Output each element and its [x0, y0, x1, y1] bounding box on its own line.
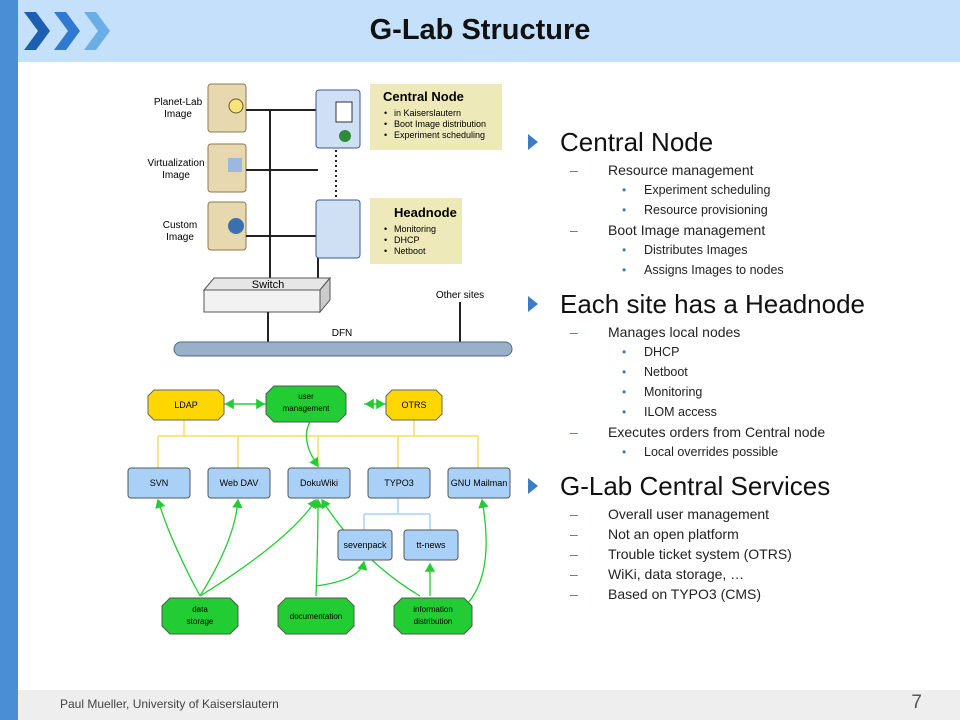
svg-text:OTRS: OTRS — [401, 400, 426, 410]
central-node-callout: Central Node in Kaiserslautern Boot Imag… — [370, 84, 502, 150]
planetlab-label-2: Image — [164, 109, 192, 120]
virtualization-label-2: Image — [162, 170, 190, 181]
central-item-1: in Kaiserslautern — [394, 108, 461, 118]
switch-label: Switch — [252, 279, 284, 291]
headnode-item-3: Netboot — [394, 246, 426, 256]
otrs-node: OTRS — [385, 389, 443, 421]
sub-bullet: –WiKi, data storage, … — [570, 566, 745, 582]
central-item-3: Experiment scheduling — [394, 130, 485, 140]
sub-bullet: –Not an open platform — [570, 526, 739, 542]
webdav-node: Web DAV — [207, 467, 271, 499]
sub-bullet: –Executes orders from Central node — [570, 424, 826, 440]
bullet-list: Central Node –Resource management •Exper… — [528, 118, 948, 604]
sub-bullet: –Boot Image management — [570, 222, 766, 238]
custom-label-2: Image — [166, 232, 194, 243]
chevron-logo-icon — [24, 12, 110, 50]
sub-sub-bullet: •Distributes Images — [622, 243, 748, 257]
svg-text:GNU Mailman: GNU Mailman — [451, 478, 508, 488]
sub-sub-bullet: •Netboot — [622, 365, 688, 379]
information-distribution-node: information distribution — [393, 597, 473, 635]
svg-text:information: information — [413, 605, 453, 614]
footer-author: Paul Mueller, University of Kaiserslaute… — [60, 697, 279, 711]
svg-text:user: user — [298, 392, 314, 401]
service-links-yellow — [157, 420, 479, 468]
svg-text:•: • — [384, 246, 387, 256]
headnode-item-2: DHCP — [394, 235, 420, 245]
svg-text:Web DAV: Web DAV — [220, 478, 259, 488]
sub-sub-bullet: •Local overrides possible — [622, 445, 779, 459]
svg-text:SVN: SVN — [150, 478, 169, 488]
bullet-headnode: Each site has a Headnode — [528, 286, 948, 322]
svg-text:sevenpack: sevenpack — [343, 540, 387, 550]
dfn-label: DFN — [332, 328, 353, 339]
sub-sub-bullet: •Experiment scheduling — [622, 183, 771, 197]
headnode-server — [315, 199, 361, 259]
svg-text:documentation: documentation — [290, 612, 342, 621]
svg-text:•: • — [384, 108, 387, 118]
footer-bar — [18, 690, 960, 720]
bullet-central-node: Central Node — [528, 124, 948, 160]
svn-node: SVN — [127, 467, 191, 499]
glab-diagram: Planet-Lab Image Virtualization Image Cu… — [127, 83, 513, 635]
sub-sub-bullet: •Monitoring — [622, 385, 703, 399]
headnode-item-1: Monitoring — [394, 224, 436, 234]
svg-text:DokuWiki: DokuWiki — [300, 478, 338, 488]
headnode-title: Headnode — [394, 205, 457, 220]
ttnews-node: tt-news — [403, 529, 459, 561]
slide-title: G-Lab Structure — [369, 14, 591, 46]
other-sites-label: Other sites — [436, 290, 484, 301]
typo3-node: TYPO3 — [367, 467, 431, 499]
svg-text:•: • — [384, 235, 387, 245]
sub-bullet: –Overall user management — [570, 506, 770, 522]
central-node-title: Central Node — [383, 89, 464, 104]
svg-text:•: • — [384, 224, 387, 234]
triangle-bullet-icon — [528, 478, 538, 494]
central-node-server — [315, 89, 361, 149]
page-number: 7 — [911, 692, 922, 713]
switch-icon — [202, 276, 332, 314]
user-management-node: user management — [265, 385, 347, 423]
sevenpack-node: sevenpack — [337, 529, 393, 561]
svg-text:data: data — [192, 605, 208, 614]
sub-bullet: –Based on TYPO3 (CMS) — [570, 586, 762, 602]
image-server-planetlab — [207, 83, 247, 133]
sub-sub-bullet: •Assigns Images to nodes — [622, 263, 784, 277]
central-item-2: Boot Image distribution — [394, 119, 486, 129]
data-storage-node: data storage — [161, 597, 239, 635]
service-links-green — [155, 398, 489, 623]
bullet-central-services: G-Lab Central Services — [528, 468, 948, 504]
image-server-custom — [207, 201, 247, 251]
svg-text:management: management — [283, 404, 330, 413]
sub-bullet: –Resource management — [570, 162, 754, 178]
planetlab-label: Planet-Lab — [154, 97, 203, 108]
svg-text:distribution: distribution — [414, 617, 453, 626]
svg-text:LDAP: LDAP — [174, 400, 198, 410]
custom-label: Custom — [163, 220, 197, 231]
svg-text:storage: storage — [187, 617, 214, 626]
triangle-bullet-icon — [528, 296, 538, 312]
sub-sub-bullet: •ILOM access — [622, 405, 717, 419]
triangle-bullet-icon — [528, 134, 538, 150]
svg-text:•: • — [384, 119, 387, 129]
sub-sub-bullet: •Resource provisioning — [622, 203, 768, 217]
documentation-node: documentation — [277, 597, 355, 635]
svg-text:•: • — [384, 130, 387, 140]
sub-sub-bullet: •DHCP — [622, 345, 680, 359]
svg-text:TYPO3: TYPO3 — [384, 478, 414, 488]
dokuwiki-node: DokuWiki — [287, 467, 351, 499]
headnode-callout: Headnode Monitoring DHCP Netboot ••• — [370, 198, 462, 264]
virtualization-label: Virtualization — [147, 158, 204, 169]
sub-bullet: –Trouble ticket system (OTRS) — [570, 546, 792, 562]
left-accent-bar — [0, 0, 18, 720]
image-server-virtualization — [207, 143, 247, 193]
dfn-backbone — [173, 341, 513, 357]
title-banner — [18, 0, 960, 62]
svg-text:tt-news: tt-news — [416, 540, 446, 550]
ldap-node: LDAP — [147, 389, 225, 421]
gnu-mailman-node: GNU Mailman — [447, 467, 511, 499]
sub-bullet: –Manages local nodes — [570, 324, 741, 340]
